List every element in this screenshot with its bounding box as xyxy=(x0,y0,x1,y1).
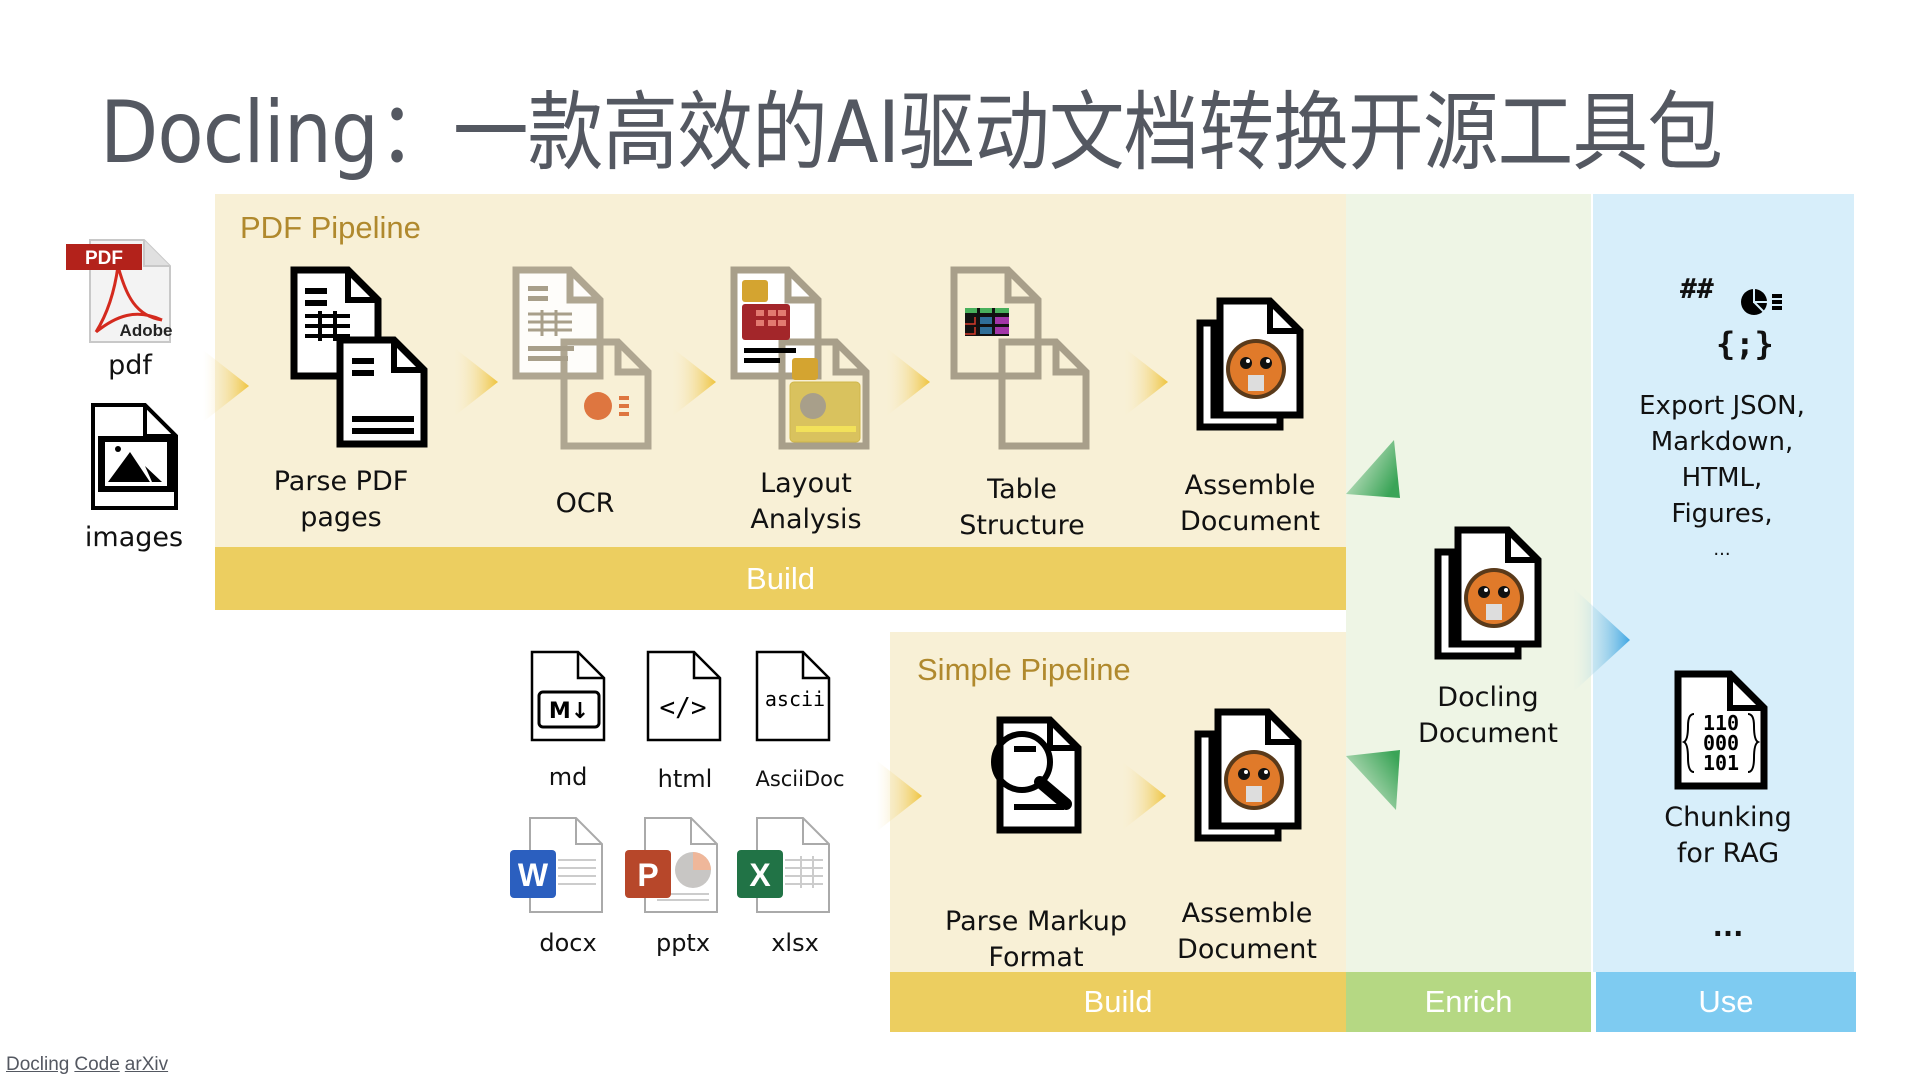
chart-icon xyxy=(1741,289,1782,315)
arxiv-link[interactable]: arXiv xyxy=(124,1054,169,1075)
html-label: html xyxy=(657,765,713,793)
pdf-input-label: pdf xyxy=(108,350,152,381)
arrow-right-icon xyxy=(1122,346,1168,418)
arrow-right-icon xyxy=(884,346,930,418)
more-ellipsis: ... xyxy=(1712,912,1744,943)
markdown-file-icon: M↓ xyxy=(530,650,606,742)
enrich-bar: Enrich xyxy=(1346,972,1591,1032)
assemble-document-icon xyxy=(1196,297,1304,431)
enrich-label: Enrich xyxy=(1424,984,1513,1019)
pptx-file-icon: P xyxy=(625,817,718,913)
pdf-badge-text: PDF xyxy=(85,248,123,269)
image-file-icon xyxy=(91,403,178,510)
step-table-label: Table Structure xyxy=(959,474,1085,541)
pdf-file-icon: PDF Adobe xyxy=(66,239,173,343)
svg-text:M↓: M↓ xyxy=(549,699,589,724)
xlsx-file-icon: X xyxy=(737,817,830,913)
use-bar: Use xyxy=(1596,972,1856,1032)
assemble-document-icon xyxy=(1194,708,1302,842)
docling-link[interactable]: Docling xyxy=(6,1054,70,1075)
merge-arrow-top-icon xyxy=(1346,440,1400,498)
step-assemble-label: Assemble Document xyxy=(1180,470,1320,537)
parse-pdf-icon xyxy=(290,266,428,448)
svg-text:000: 000 xyxy=(1703,731,1739,755)
svg-text:</>: </> xyxy=(660,693,707,723)
merge-arrow-bottom-icon xyxy=(1346,750,1400,810)
docx-file-icon: W xyxy=(510,817,603,913)
arrow-right-icon xyxy=(670,346,716,418)
ocr-icon xyxy=(512,266,652,450)
docling-document-label: Docling Document xyxy=(1418,682,1558,749)
simple-build-label: Build xyxy=(1083,984,1153,1019)
step-ocr-label: OCR xyxy=(555,488,615,519)
pdf-build-bar: Build xyxy=(215,547,1346,610)
arrow-right-icon xyxy=(1120,760,1166,832)
html-file-icon: </> xyxy=(646,650,722,742)
adobe-text: Adobe xyxy=(120,321,173,340)
arrow-right-icon xyxy=(452,346,498,418)
chunking-label: Chunking for RAG xyxy=(1664,802,1792,869)
svg-text:ascii: ascii xyxy=(765,687,825,711)
chunking-file-icon: 110 000 101 xyxy=(1674,670,1768,790)
simple-build-bar: Build xyxy=(890,972,1346,1032)
xlsx-label: xlsx xyxy=(771,929,819,957)
simple-pipeline-title: Simple Pipeline xyxy=(917,652,1131,687)
step-parse-pdf-label: Parse PDF pages xyxy=(273,466,409,533)
pptx-label: pptx xyxy=(655,929,711,957)
asciidoc-label: AsciiDoc xyxy=(755,767,845,791)
md-label: md xyxy=(548,763,588,791)
parse-markup-icon xyxy=(991,716,1082,834)
docling-document-icon xyxy=(1434,526,1542,660)
svg-text:P: P xyxy=(637,857,658,893)
images-input-label: images xyxy=(84,522,184,553)
use-panel xyxy=(1593,194,1854,972)
step-layout-label: Layout Analysis xyxy=(750,468,862,535)
step-simple-assemble-label: Assemble Document xyxy=(1177,898,1317,965)
use-label: Use xyxy=(1698,984,1754,1019)
step-parse-markup-label: Parse Markup Format xyxy=(945,906,1127,973)
svg-text:X: X xyxy=(749,857,771,893)
svg-text:101: 101 xyxy=(1703,751,1739,775)
code-braces-icon: {;} xyxy=(1716,325,1774,363)
arrow-right-icon xyxy=(203,350,249,422)
pdf-build-label: Build xyxy=(746,560,815,596)
layout-analysis-icon xyxy=(730,266,870,450)
page-title: Docling：一款高效的AI驱动文档转换开源工具包 xyxy=(100,83,1723,183)
asciidoc-file-icon: ascii xyxy=(755,650,831,742)
table-structure-icon xyxy=(950,266,1090,450)
svg-text:W: W xyxy=(518,857,549,893)
arrow-right-icon xyxy=(1570,585,1630,695)
arrow-right-icon xyxy=(876,760,922,832)
pdf-pipeline-title: PDF Pipeline xyxy=(240,210,421,245)
svg-text:110: 110 xyxy=(1703,711,1739,735)
export-formats-label: Export JSON, Markdown, HTML, Figures, ..… xyxy=(1639,391,1805,560)
docx-label: docx xyxy=(539,929,597,957)
code-link[interactable]: Code xyxy=(74,1054,120,1075)
markdown-hash-icon: ## xyxy=(1680,272,1714,305)
